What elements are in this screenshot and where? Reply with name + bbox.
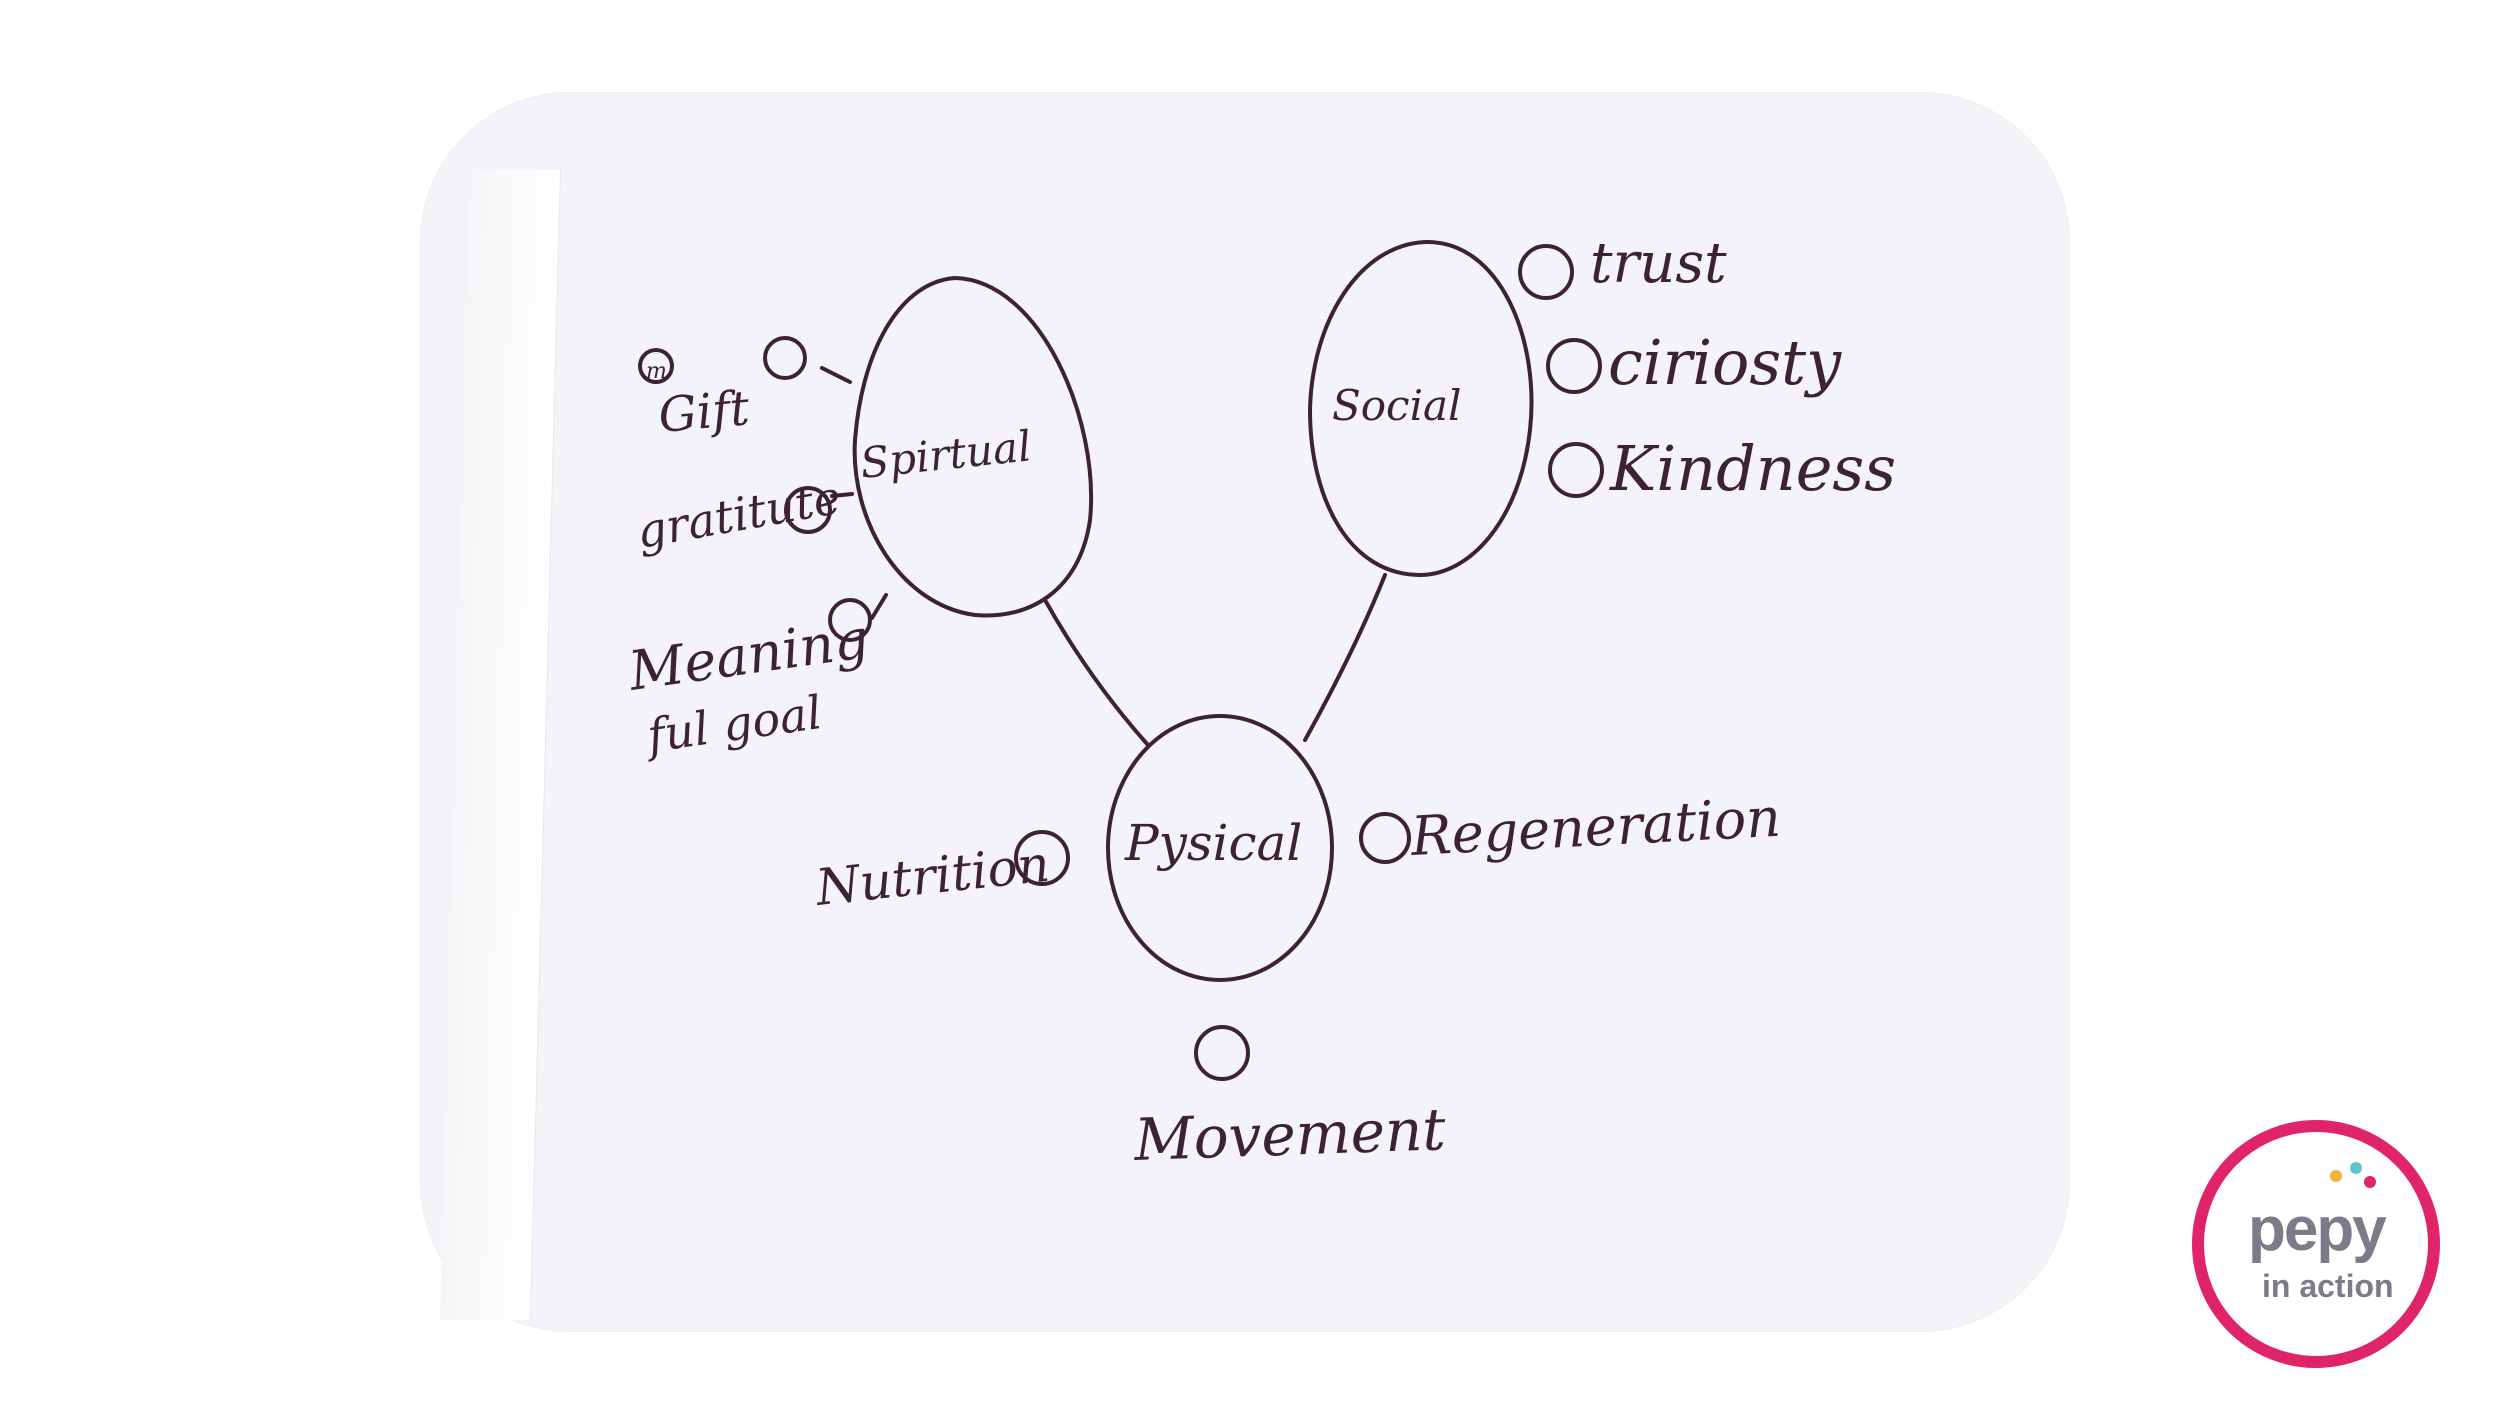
meaningful-connector	[870, 593, 888, 620]
curiosity-bullet-circle	[1546, 338, 1602, 394]
movement-label: Movement	[1132, 1095, 1447, 1174]
gift-marker-letter: m	[646, 359, 667, 384]
regeneration-label: Regeneration	[1408, 786, 1782, 868]
regeneration-bullet-circle	[1359, 812, 1411, 864]
logo-tagline: in action	[2262, 1268, 2394, 1304]
gratitude-connector	[830, 492, 854, 498]
spiritual-node-label: Spirtual	[858, 421, 1034, 488]
spiritual-node-oval	[852, 276, 1094, 618]
connector-spiritual-physical	[1043, 598, 1150, 747]
gratitude-label: gratitute	[633, 470, 845, 559]
gift-bullet-circle	[763, 336, 807, 380]
logo-dot-pink-icon	[2364, 1176, 2376, 1188]
nutrition-bullet-circle	[1014, 830, 1070, 886]
kindness-label: Kindness	[1609, 432, 1896, 505]
logo-wordmark: pepy	[2248, 1195, 2387, 1264]
physical-node-oval	[1106, 714, 1334, 982]
nutrition-label: Nutrition	[812, 835, 1052, 917]
gift-connector	[820, 366, 852, 384]
gift-label: Gift	[656, 380, 752, 444]
pepy-in-action-logo: pepy in action	[2192, 1120, 2440, 1368]
trust-bullet-circle	[1518, 244, 1574, 300]
logo-dot-teal-icon	[2350, 1162, 2362, 1174]
curiosity-label: ciriosty	[1608, 326, 1842, 399]
gift-marker-circle	[638, 348, 674, 384]
meaningful-bullet-circle	[828, 598, 872, 642]
gratitude-bullet-circle	[784, 486, 832, 534]
logo-dot-yellow-icon	[2330, 1170, 2342, 1182]
kindness-bullet-circle	[1548, 442, 1604, 498]
social-node-oval	[1308, 239, 1534, 577]
connector-social-physical	[1303, 573, 1387, 742]
physical-node-label: Pysical	[1124, 814, 1302, 872]
meaningful-label-line1: Meaning	[624, 607, 872, 703]
social-node-label: Social	[1332, 381, 1462, 430]
movement-bullet-circle	[1194, 1025, 1250, 1081]
whiteboard-card	[420, 92, 2070, 1332]
trust-label: trust	[1590, 231, 1727, 296]
